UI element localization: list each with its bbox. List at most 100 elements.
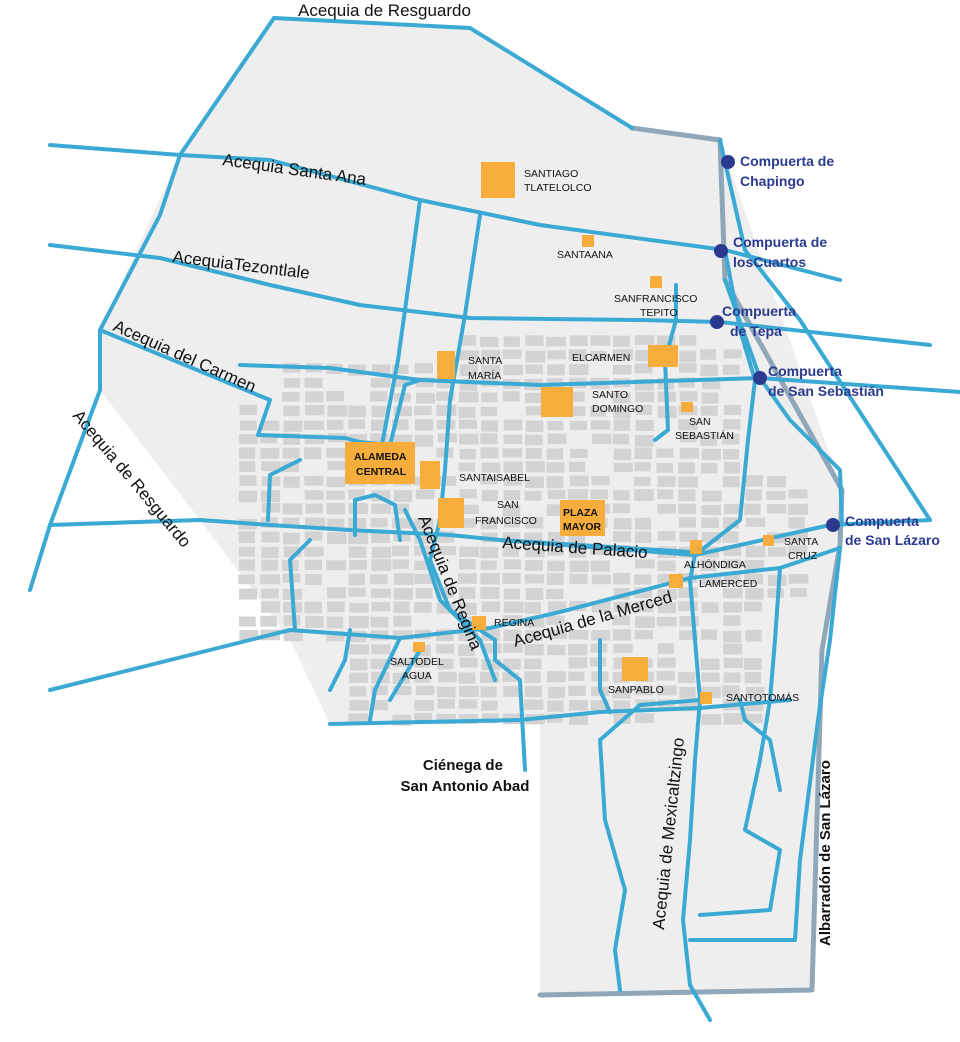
city-block bbox=[349, 672, 369, 683]
city-block bbox=[393, 573, 414, 585]
sansebastian-line2: SEBASTIÁN bbox=[675, 429, 734, 442]
city-block bbox=[260, 517, 278, 528]
gate-chapingo-line2: Chapingo bbox=[740, 173, 805, 189]
tepito-line1: SANFRANCISCO bbox=[614, 293, 697, 305]
city-block bbox=[480, 336, 499, 347]
city-block bbox=[524, 602, 541, 614]
tepito-line2: TEPITO bbox=[640, 307, 678, 319]
city-block bbox=[459, 419, 477, 429]
label-sanfrancisco: SAN FRANCISCO bbox=[475, 499, 537, 527]
city-block bbox=[370, 616, 389, 628]
city-block bbox=[458, 644, 476, 657]
site-santo-tomas bbox=[700, 692, 712, 704]
city-block bbox=[459, 335, 477, 346]
city-block bbox=[635, 405, 652, 416]
city-block bbox=[678, 462, 696, 474]
city-block bbox=[657, 588, 678, 600]
city-block bbox=[326, 447, 346, 458]
city-block bbox=[436, 391, 455, 401]
site-santo-domingo bbox=[541, 387, 573, 417]
city-block bbox=[458, 629, 479, 642]
city-block bbox=[481, 420, 499, 432]
city-block bbox=[656, 671, 675, 681]
city-block bbox=[678, 587, 698, 598]
city-block bbox=[525, 616, 545, 628]
label-tepito: SANFRANCISCO TEPITO bbox=[614, 293, 700, 319]
city-block bbox=[327, 532, 347, 544]
city-block bbox=[547, 700, 564, 712]
site-markers bbox=[345, 162, 774, 704]
canal-east-3 bbox=[698, 566, 782, 917]
city-block bbox=[612, 433, 630, 445]
city-block bbox=[481, 489, 498, 502]
city-block bbox=[722, 433, 740, 445]
city-block bbox=[634, 447, 653, 460]
city-block bbox=[634, 616, 655, 628]
site-plaza-mayor bbox=[560, 500, 605, 536]
city-block bbox=[238, 546, 255, 557]
city-block bbox=[568, 685, 586, 697]
city-block bbox=[678, 700, 697, 712]
city-block bbox=[525, 420, 544, 433]
city-block bbox=[524, 574, 545, 584]
city-block bbox=[656, 448, 674, 458]
canal-south-boundary bbox=[328, 698, 792, 726]
city-block bbox=[547, 433, 567, 445]
city-block bbox=[393, 588, 413, 600]
city-block bbox=[436, 713, 457, 725]
city-block bbox=[657, 489, 674, 499]
city-block bbox=[546, 615, 565, 625]
city-block bbox=[744, 560, 765, 571]
city-block bbox=[744, 700, 764, 712]
city-block bbox=[700, 405, 718, 416]
city-block bbox=[634, 335, 655, 345]
city-block bbox=[238, 531, 255, 543]
city-block bbox=[304, 447, 322, 460]
city-block bbox=[304, 475, 324, 486]
city-block bbox=[304, 531, 323, 541]
city-block bbox=[392, 559, 409, 569]
city-block bbox=[569, 713, 588, 725]
santodomingo-line1: SANTO bbox=[592, 389, 628, 401]
city-block bbox=[612, 686, 631, 699]
city-block bbox=[612, 349, 633, 360]
city-block bbox=[745, 713, 763, 724]
city-block bbox=[679, 630, 698, 640]
city-block bbox=[744, 601, 763, 612]
city-block bbox=[503, 559, 522, 570]
canal-palacio bbox=[498, 538, 692, 554]
city-block bbox=[392, 518, 413, 529]
city-block bbox=[723, 349, 742, 359]
city-block bbox=[612, 671, 630, 683]
city-block bbox=[392, 377, 409, 388]
carmen-line1: ELCARMEN bbox=[572, 352, 630, 364]
city-block bbox=[569, 475, 589, 487]
city-block bbox=[239, 475, 257, 486]
city-block bbox=[722, 588, 743, 599]
city-block bbox=[590, 420, 611, 430]
city-block bbox=[458, 462, 475, 472]
alhondiga-line1: ALHÓNDIGA bbox=[684, 558, 746, 571]
city-block bbox=[701, 517, 720, 529]
city-block bbox=[525, 461, 545, 473]
city-block bbox=[591, 630, 611, 641]
city-block bbox=[789, 588, 807, 598]
city-block bbox=[634, 489, 654, 502]
city-block bbox=[304, 546, 324, 557]
city-block bbox=[480, 447, 499, 459]
city-block bbox=[722, 517, 739, 529]
gate-cuartos-line1: Compuerta de bbox=[733, 234, 827, 250]
city-block bbox=[392, 714, 412, 726]
city-block bbox=[371, 532, 391, 544]
city-block bbox=[502, 349, 522, 359]
city-block bbox=[700, 349, 717, 360]
city-block bbox=[546, 336, 566, 347]
city-block bbox=[701, 462, 718, 474]
gate-lazaro-line1: Compuerta bbox=[845, 513, 919, 529]
city-block bbox=[459, 364, 478, 377]
label-santaisabel: SANTAISABEL bbox=[459, 472, 530, 484]
city-block bbox=[481, 392, 498, 403]
city-block bbox=[723, 503, 742, 515]
city-block bbox=[657, 560, 676, 571]
city-block bbox=[568, 532, 586, 544]
